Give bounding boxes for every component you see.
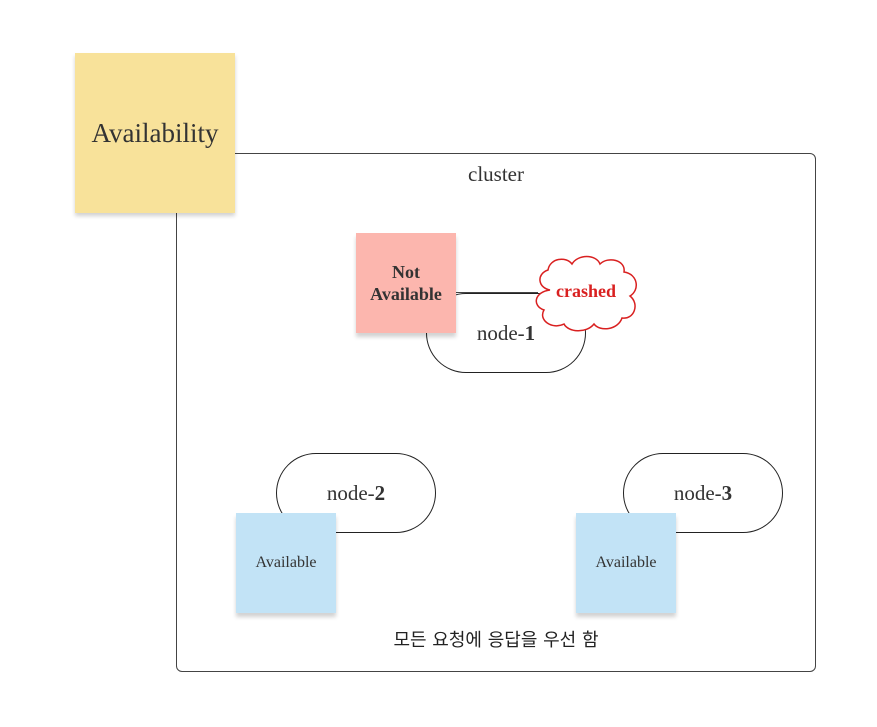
not-available-line2: Available (370, 284, 442, 304)
availability-label: Availability (91, 117, 219, 148)
node-3-available-sticky-note[interactable]: Available (576, 513, 676, 613)
node-2-prefix: node- (326, 480, 375, 505)
node-3-shape[interactable]: node-3 (623, 453, 783, 533)
cluster-note: 모든 요청에 응답을 우선 함 (393, 630, 599, 651)
availability-sticky-note[interactable]: Availability (75, 53, 235, 213)
crashed-cloud[interactable]: crashed (530, 254, 642, 334)
node-1-prefix: node- (476, 320, 525, 345)
node-3-available-label: Available (595, 554, 657, 571)
node-3-prefix: node- (673, 480, 722, 505)
crashed-label: crashed (556, 281, 616, 301)
node1-crashed-connector (456, 292, 538, 293)
not-available-sticky-note[interactable]: Not Available (356, 233, 456, 333)
node-1-number: 1 (524, 320, 536, 345)
cluster-container: cluster 모든 요청에 응답을 우선 함 (176, 153, 816, 672)
node-2-available-label: Available (255, 554, 317, 571)
cloud-icon (535, 255, 637, 332)
cluster-title: cluster (468, 162, 524, 186)
not-available-line1: Not (391, 261, 420, 282)
node-2-number: 2 (374, 480, 386, 505)
node-3-number: 3 (721, 480, 733, 505)
node-2-available-sticky-note[interactable]: Available (236, 513, 336, 613)
